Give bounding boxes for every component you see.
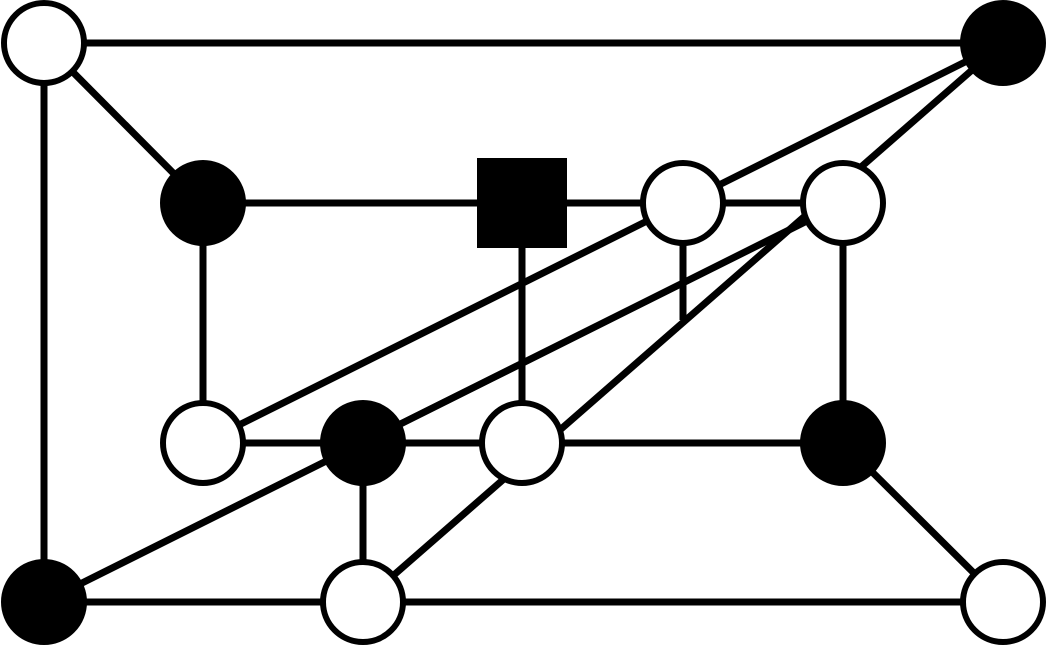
edge-n2-n6 [42,199,845,606]
node-n3-filled-circle [160,160,246,246]
node-n13-hollow-circle [960,559,1046,645]
node-n5-hollow-circle [640,160,726,246]
node-n6-hollow-circle [800,160,886,246]
node-n2-filled-circle [1,559,87,645]
edges-layer [40,39,1006,606]
edge-n7-n11 [201,39,1005,447]
node-n12-hollow-circle [320,559,406,645]
node-n4-filled-square [477,158,567,248]
node-n1-hollow-circle [1,0,87,86]
node-n7-hollow-circle [160,400,246,486]
node-n10-filled-circle [800,400,886,486]
node-n8-filled-circle [320,400,406,486]
node-n11-filled-circle [960,0,1046,86]
node-n9-hollow-circle [479,400,565,486]
edge-n11-n12 [360,40,1006,605]
